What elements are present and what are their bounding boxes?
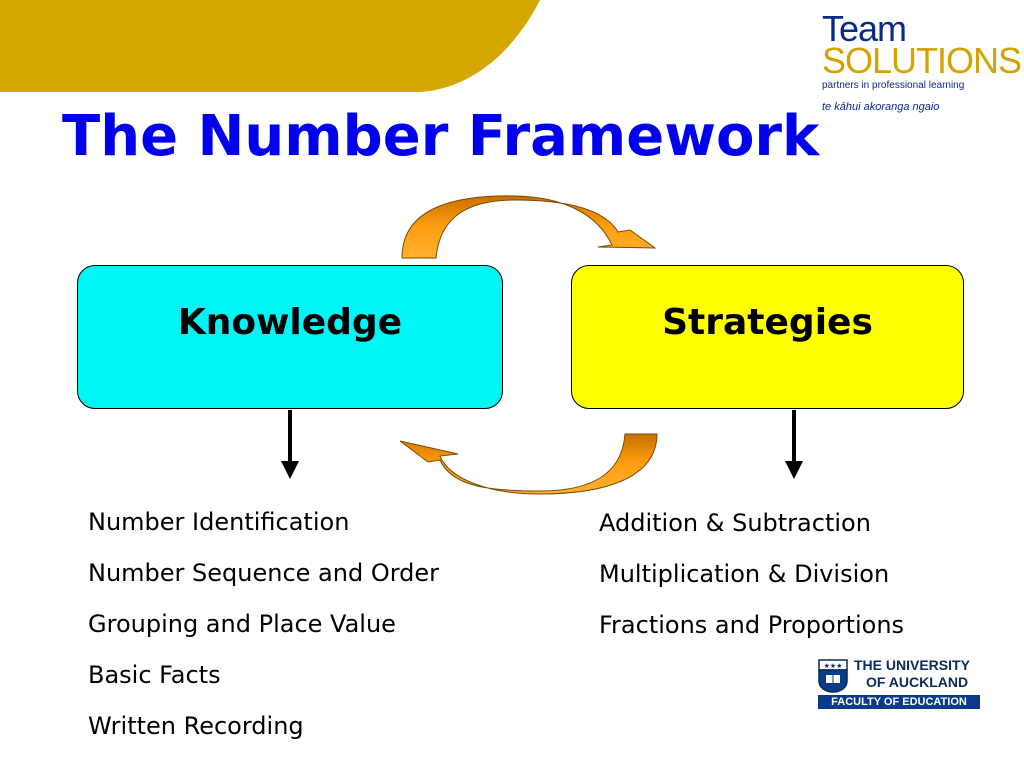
strategies-list: Addition & Subtraction Multiplication & … <box>599 511 904 664</box>
knowledge-list: Number Identification Number Sequence an… <box>88 510 439 765</box>
knowledge-label: Knowledge <box>177 302 403 343</box>
list-item: Number Identification <box>88 508 350 536</box>
list-item: Fractions and Proportions <box>599 611 905 639</box>
strategies-box: Strategies <box>571 265 964 409</box>
logo-maori-tagline: te kāhui akoranga ngaio <box>822 101 940 113</box>
logo-team-text: Team <box>822 8 907 49</box>
svg-text:★★★: ★★★ <box>824 662 843 670</box>
knowledge-box: Knowledge <box>77 265 503 409</box>
crest-icon: ★★★ <box>818 659 848 693</box>
logo-solutions-text: SOLUTIONS <box>822 40 1022 81</box>
top-cycle-arrow <box>401 195 657 259</box>
logo-tagline: partners in professional learning <box>822 80 965 91</box>
strategies-label: Strategies <box>662 302 873 343</box>
university-name-line1: THE UNIVERSITY <box>854 657 970 673</box>
list-item: Grouping and Place Value <box>88 610 396 638</box>
list-item: Multiplication & Division <box>599 560 890 588</box>
list-item: Basic Facts <box>88 661 221 689</box>
list-item: Addition & Subtraction <box>599 509 871 537</box>
faculty-banner: FACULTY OF EDUCATION <box>818 695 980 709</box>
list-item: Written Recording <box>88 712 304 740</box>
university-name-line2: OF AUCKLAND <box>866 674 969 690</box>
team-solutions-logo: Team SOLUTIONS partners in professional … <box>822 8 1022 114</box>
list-item: Number Sequence and Order <box>88 559 440 587</box>
bottom-cycle-arrow <box>399 433 658 495</box>
corner-decoration <box>0 0 540 92</box>
page-title: The Number Framework <box>62 104 820 169</box>
